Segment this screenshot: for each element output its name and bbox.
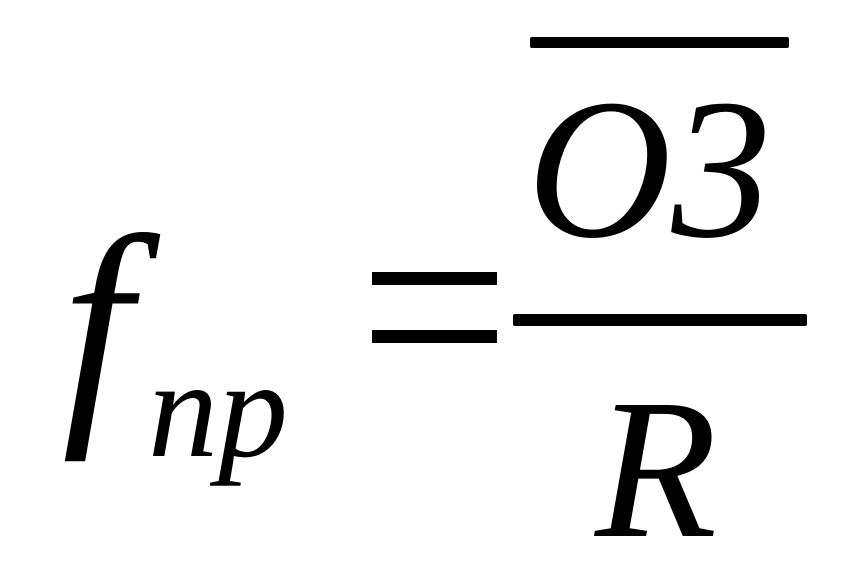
fraction-bar — [513, 314, 807, 326]
denominator: R — [595, 359, 718, 580]
equals-sign-top-bar — [372, 272, 497, 285]
numerator-overline — [530, 37, 789, 48]
lhs-symbol: f — [62, 186, 132, 463]
equals-sign-bottom-bar — [372, 330, 497, 343]
lhs-subscript: np — [148, 332, 288, 487]
numerator: O3 — [527, 59, 772, 280]
